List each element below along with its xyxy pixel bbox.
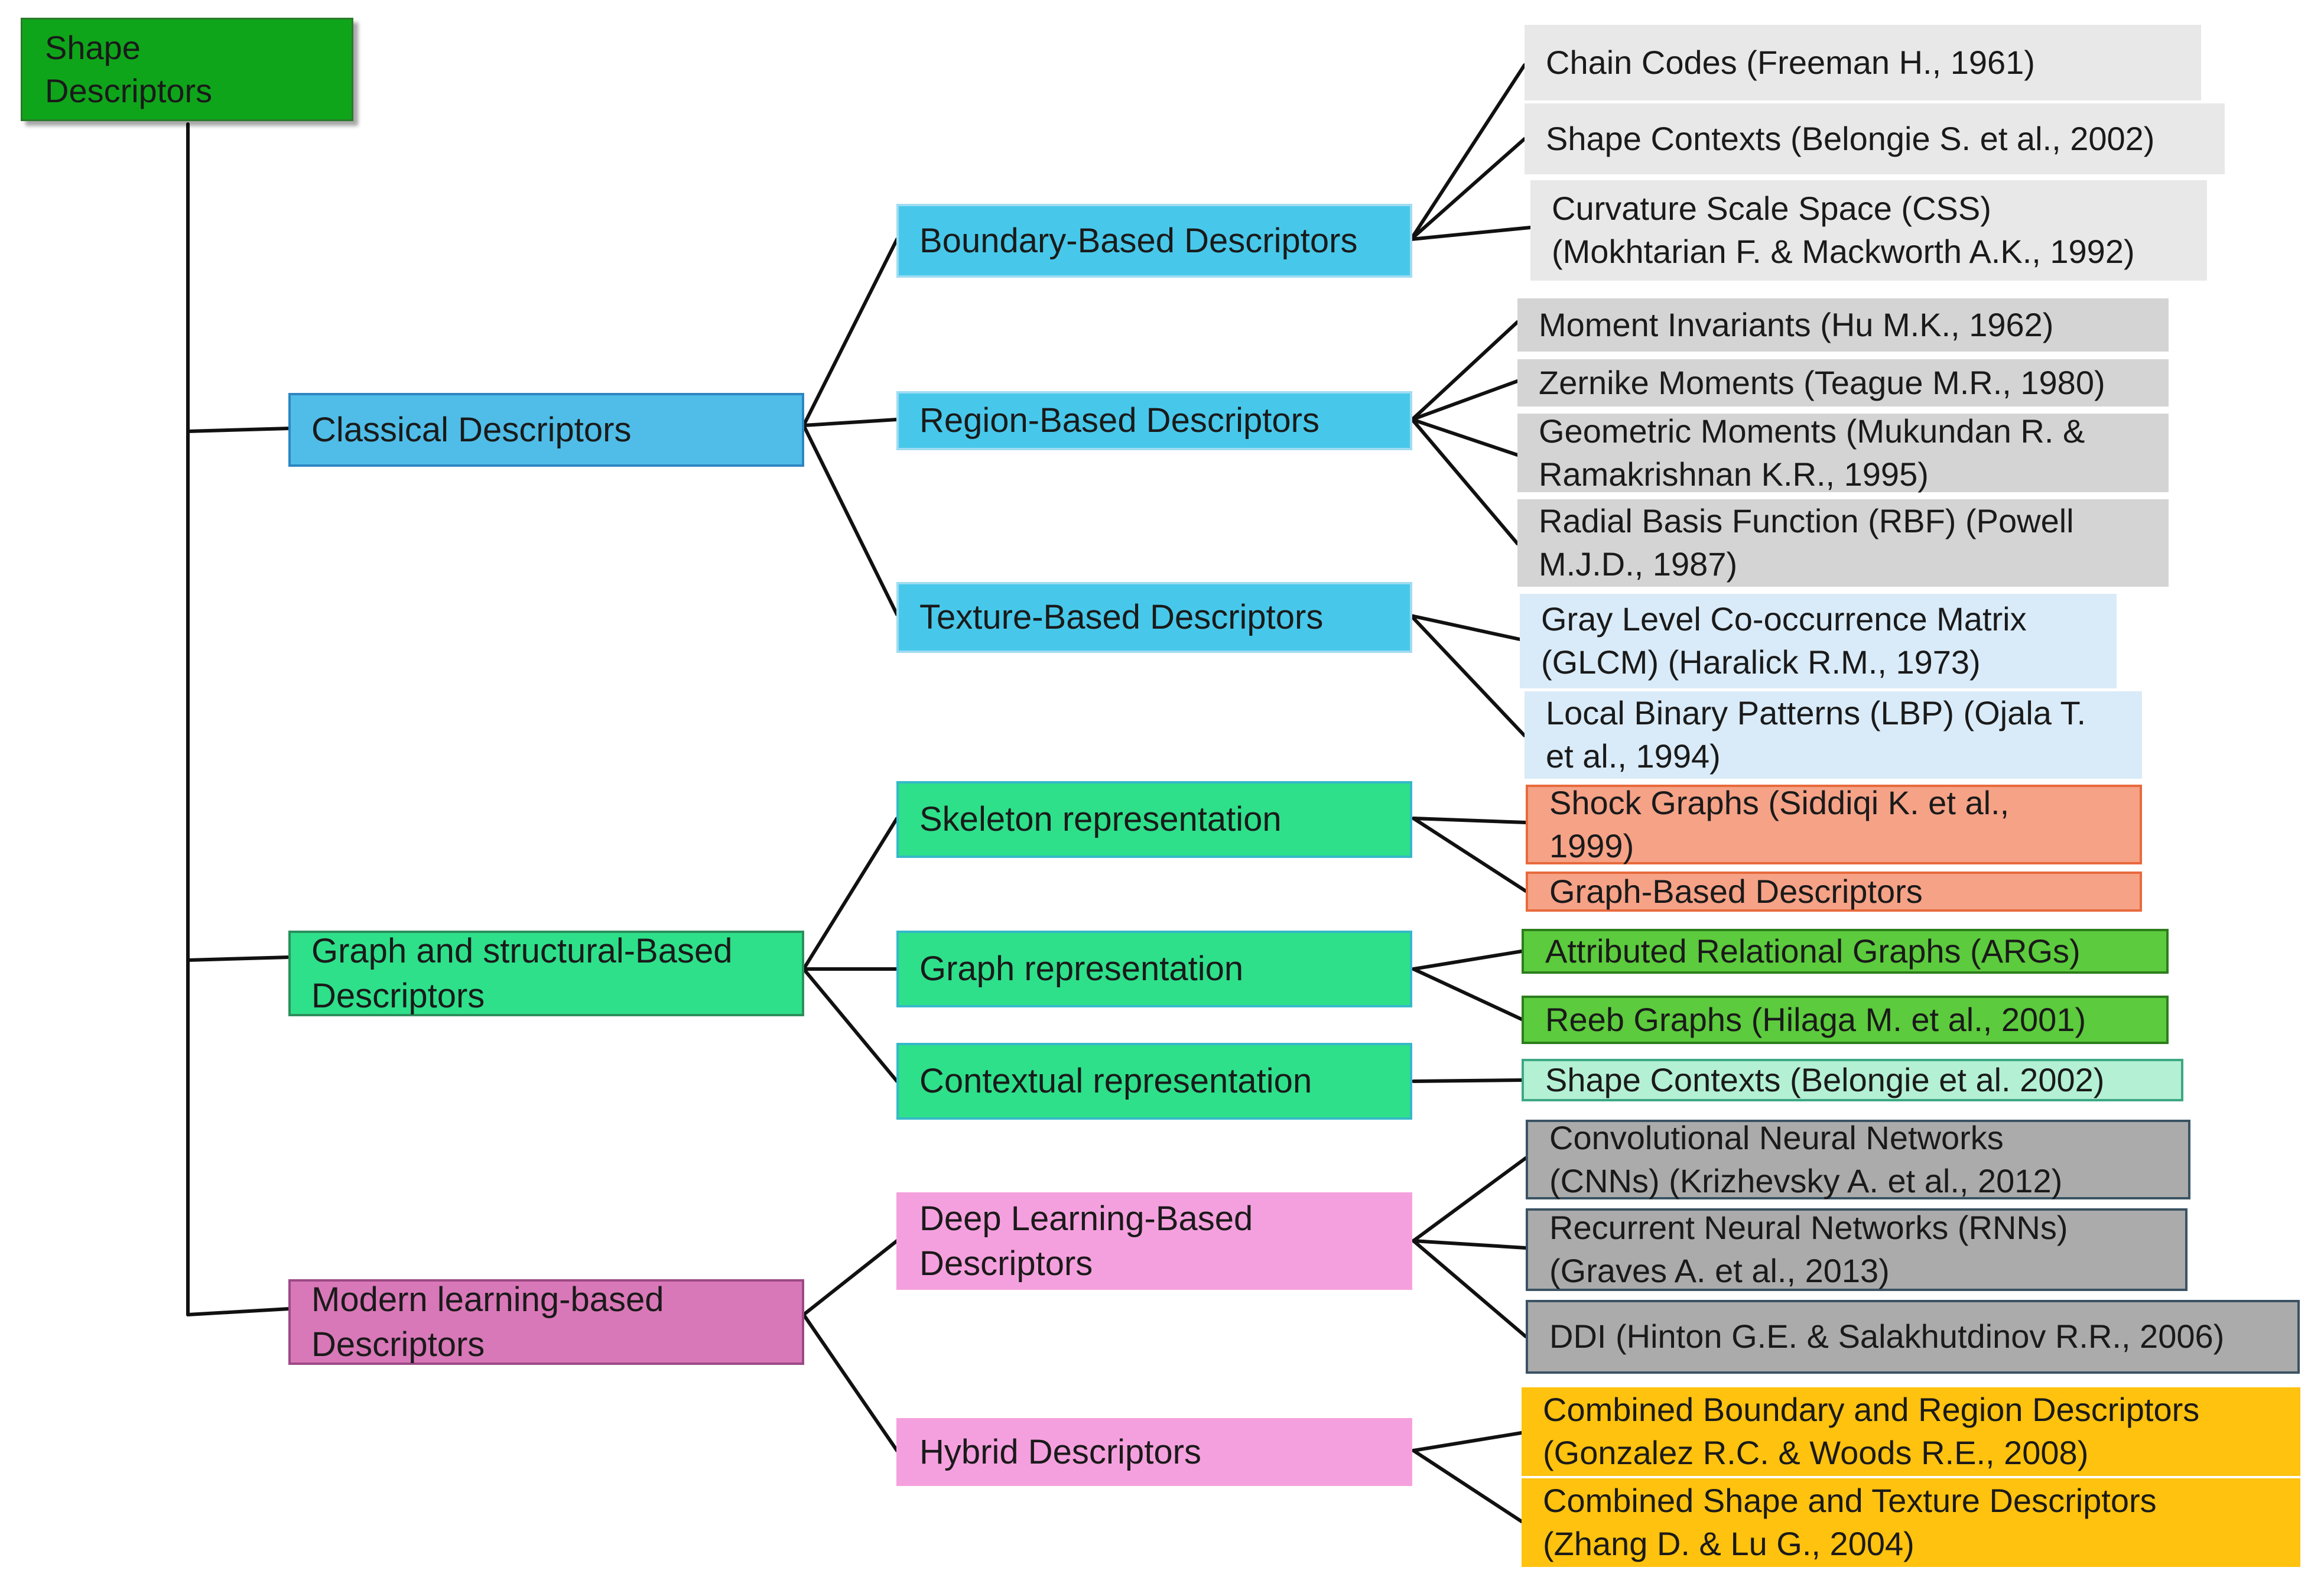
leaf-attributed-relational-graphs: Attributed Relational Graphs (ARGs) [1522,929,2169,974]
category-classical: Classical Descriptors [288,393,804,467]
category-graph-structural: Graph and structural-Based Descriptors [288,931,804,1016]
root-node: Shape Descriptors [21,18,353,121]
subcategory-skeleton: Skeleton representation [896,781,1412,858]
leaf-cnns: Convolutional Neural Networks (CNNs) (Kr… [1526,1119,2190,1199]
subcategory-contextual: Contextual representation [896,1043,1412,1120]
leaf-shock-graphs: Shock Graphs (Siddiqi K. et al., 1999) [1526,784,2142,864]
leaf-shape-contexts-contextual: Shape Contexts (Belongie et al. 2002) [1522,1059,2183,1101]
leaf-zernike-moments: Zernike Moments (Teague M.R., 1980) [1517,359,2169,407]
leaf-radial-basis-function: Radial Basis Function (RBF) (Powell M.J.… [1517,499,2169,587]
leaf-glcm: Gray Level Co-occurrence Matrix (GLCM) (… [1520,594,2117,688]
subcategory-region: Region-Based Descriptors [896,391,1412,450]
leaf-curvature-scale-space: Curvature Scale Space (CSS) (Mokhtarian … [1530,180,2207,281]
leaf-chain-codes: Chain Codes (Freeman H., 1961) [1525,25,2201,100]
leaf-combined-boundary-region: Combined Boundary and Region Descriptors… [1522,1387,2300,1476]
leaf-shape-contexts-boundary: Shape Contexts (Belongie S. et al., 2002… [1525,103,2225,174]
leaf-moment-invariants: Moment Invariants (Hu M.K., 1962) [1517,298,2169,352]
leaf-geometric-moments: Geometric Moments (Mukundan R. & Ramakri… [1517,412,2169,493]
leaf-rnns: Recurrent Neural Networks (RNNs) (Graves… [1526,1208,2188,1291]
leaf-reeb-graphs: Reeb Graphs (Hilaga M. et al., 2001) [1522,996,2169,1044]
leaf-lbp: Local Binary Patterns (LBP) (Ojala T. et… [1525,691,2142,779]
leaf-graph-based-descriptors: Graph-Based Descriptors [1526,872,2142,912]
leaf-ddi: DDI (Hinton G.E. & Salakhutdinov R.R., 2… [1526,1300,2300,1374]
subcategory-boundary: Boundary-Based Descriptors [896,204,1412,278]
subcategory-deep-learning: Deep Learning-Based Descriptors [896,1192,1412,1290]
leaf-combined-shape-texture: Combined Shape and Texture Descriptors (… [1522,1478,2300,1567]
subcategory-texture: Texture-Based Descriptors [896,582,1412,653]
subcategory-hybrid: Hybrid Descriptors [896,1418,1412,1486]
category-modern-learning: Modern learning-based Descriptors [288,1279,804,1365]
subcategory-graph-representation: Graph representation [896,931,1412,1007]
